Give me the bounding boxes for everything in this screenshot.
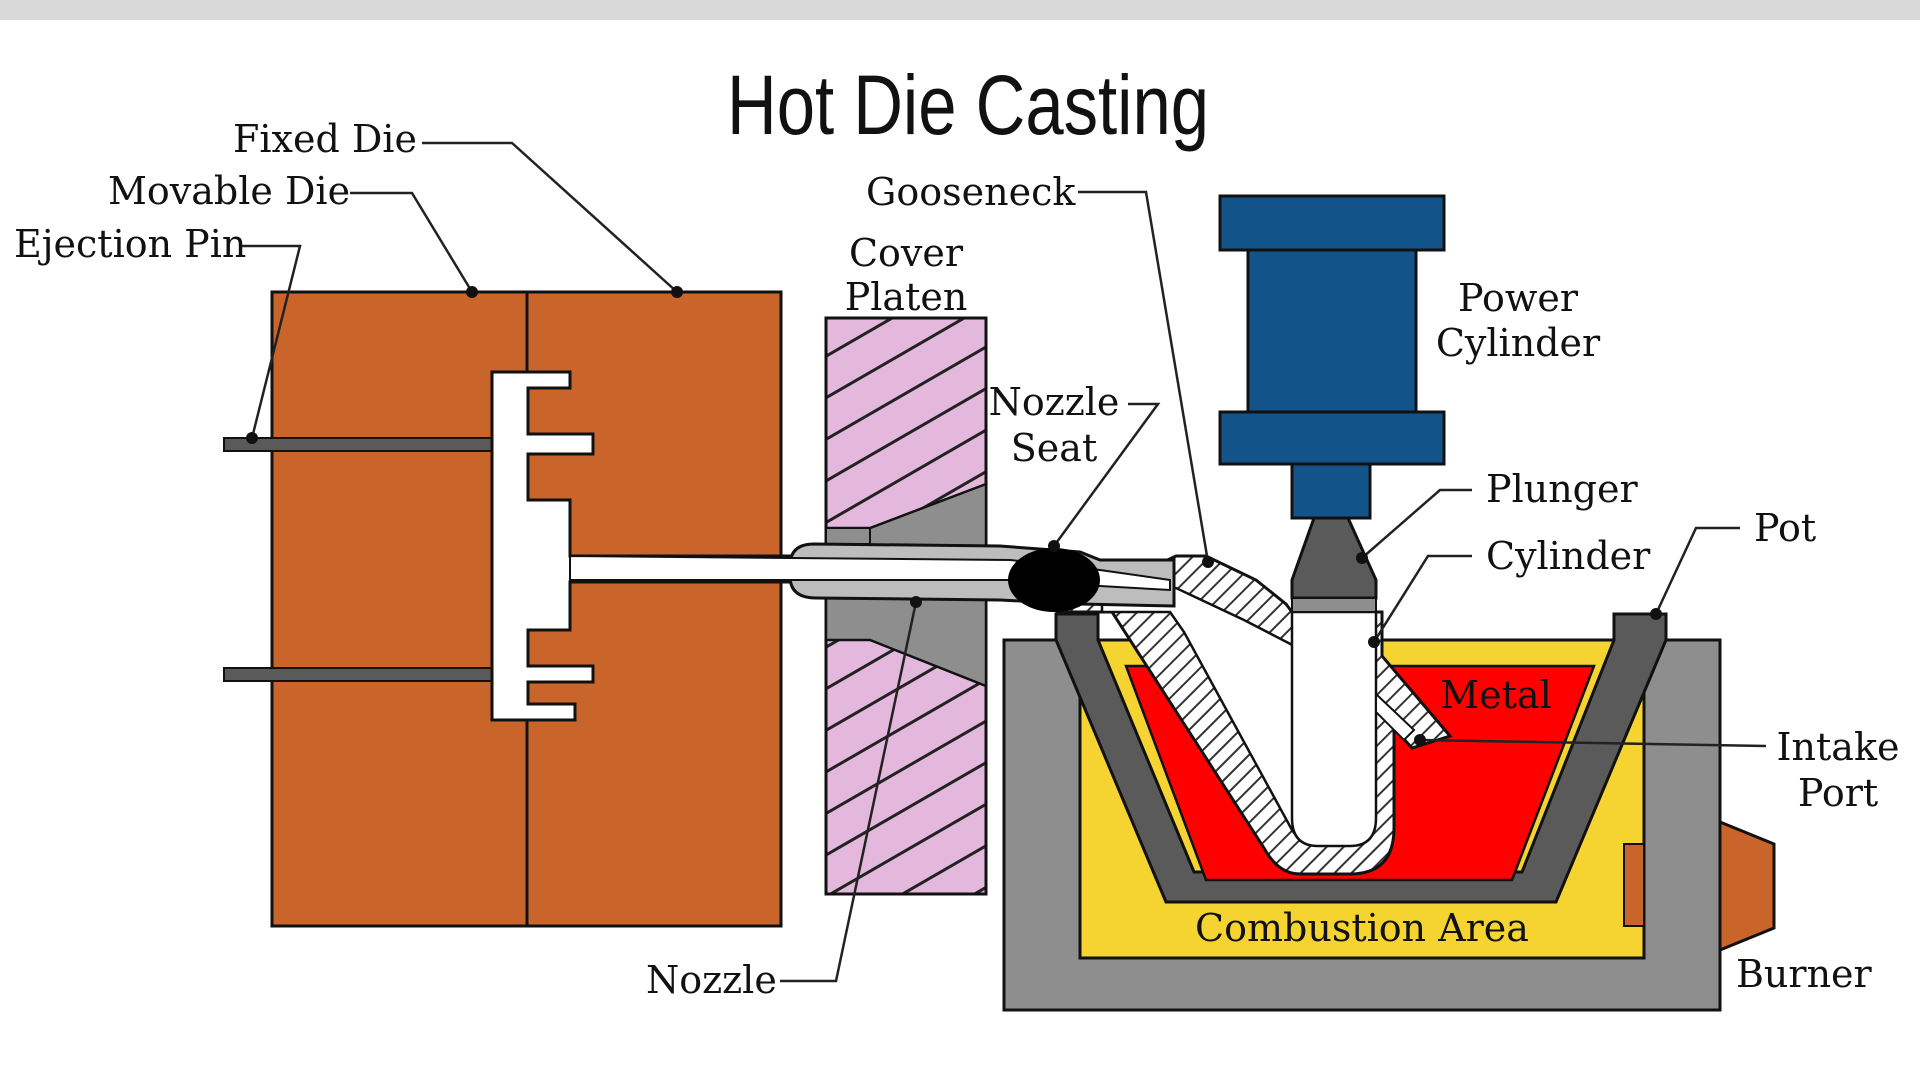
label-intake-line1: Intake	[1777, 725, 1900, 769]
nozzle-tip-upper	[825, 527, 871, 545]
label-nozzle-seat-line1: Nozzle	[989, 380, 1120, 424]
power-cylinder-body	[1246, 248, 1418, 414]
leader-dot-pot	[1650, 608, 1662, 620]
label-movable-die: Movable Die	[108, 169, 350, 213]
label-power-line1: Power	[1458, 276, 1579, 320]
leader-lines	[242, 141, 1767, 983]
leader-gooseneck	[1078, 190, 1210, 563]
die-block	[223, 290, 828, 928]
power-cylinder	[1218, 194, 1446, 520]
ejection-pin-upper	[223, 437, 497, 452]
plunger-head	[1291, 597, 1377, 613]
label-nozzle-seat-line2: Seat	[1011, 426, 1097, 470]
label-cover: Cover	[849, 231, 964, 275]
leader-nozzle	[780, 601, 918, 983]
label-gooseneck: Gooseneck	[866, 170, 1076, 214]
leader-plunger	[1361, 488, 1472, 559]
label-combustion-area: Combustion Area	[1195, 906, 1529, 950]
top-bar	[0, 0, 1920, 20]
diagram-title: Hot Die Casting	[727, 58, 1209, 152]
burner	[1718, 819, 1776, 953]
leader-dot-fixed-die	[671, 286, 683, 298]
leader-intake-port	[1419, 738, 1767, 748]
leader-dot-nozzle	[910, 596, 922, 608]
label-burner: Burner	[1736, 952, 1873, 996]
leader-movable-die	[350, 191, 474, 293]
label-pot: Pot	[1754, 506, 1816, 550]
label-metal: Metal	[1440, 673, 1551, 717]
intake-port	[1375, 691, 1416, 742]
label-ejection-pin: Ejection Pin	[14, 222, 246, 266]
label-intake-line2: Port	[1798, 771, 1878, 815]
leader-fixed-die	[422, 141, 678, 293]
cylinder-bore	[1290, 610, 1378, 848]
leader-ejection-pin	[242, 244, 302, 439]
label-power-line2: Cylinder	[1436, 321, 1601, 365]
movable-die	[270, 290, 529, 928]
label-platen: Platen	[845, 275, 968, 319]
label-nozzle: Nozzle	[646, 958, 777, 1002]
pot	[1054, 612, 1668, 904]
label-cylinder: Cylinder	[1486, 534, 1651, 578]
leader-dot-cylinder	[1368, 636, 1380, 648]
label-plunger: Plunger	[1486, 467, 1638, 511]
leader-dot-nozzle-seat	[1048, 540, 1060, 552]
leader-dot-movable-die	[466, 286, 478, 298]
leader-nozzle-seat	[1052, 402, 1161, 547]
power-cylinder-bottom-cap	[1218, 410, 1446, 466]
label-fixed-die: Fixed Die	[233, 117, 417, 161]
leader-pot	[1654, 526, 1740, 615]
burner-port	[1623, 843, 1645, 927]
leader-dot-gooseneck	[1202, 556, 1214, 568]
leader-dot-plunger	[1356, 552, 1368, 564]
leader-cylinder	[1372, 554, 1472, 643]
ejection-pin-lower	[223, 667, 497, 682]
cover-platen	[824, 316, 988, 896]
nozzle-seat	[1008, 548, 1100, 612]
power-cylinder-top-cap	[1218, 194, 1446, 252]
power-cylinder-rod	[1290, 462, 1372, 520]
leader-dot-ejection-pin	[246, 432, 258, 444]
leader-dot-intake-port	[1414, 734, 1426, 746]
